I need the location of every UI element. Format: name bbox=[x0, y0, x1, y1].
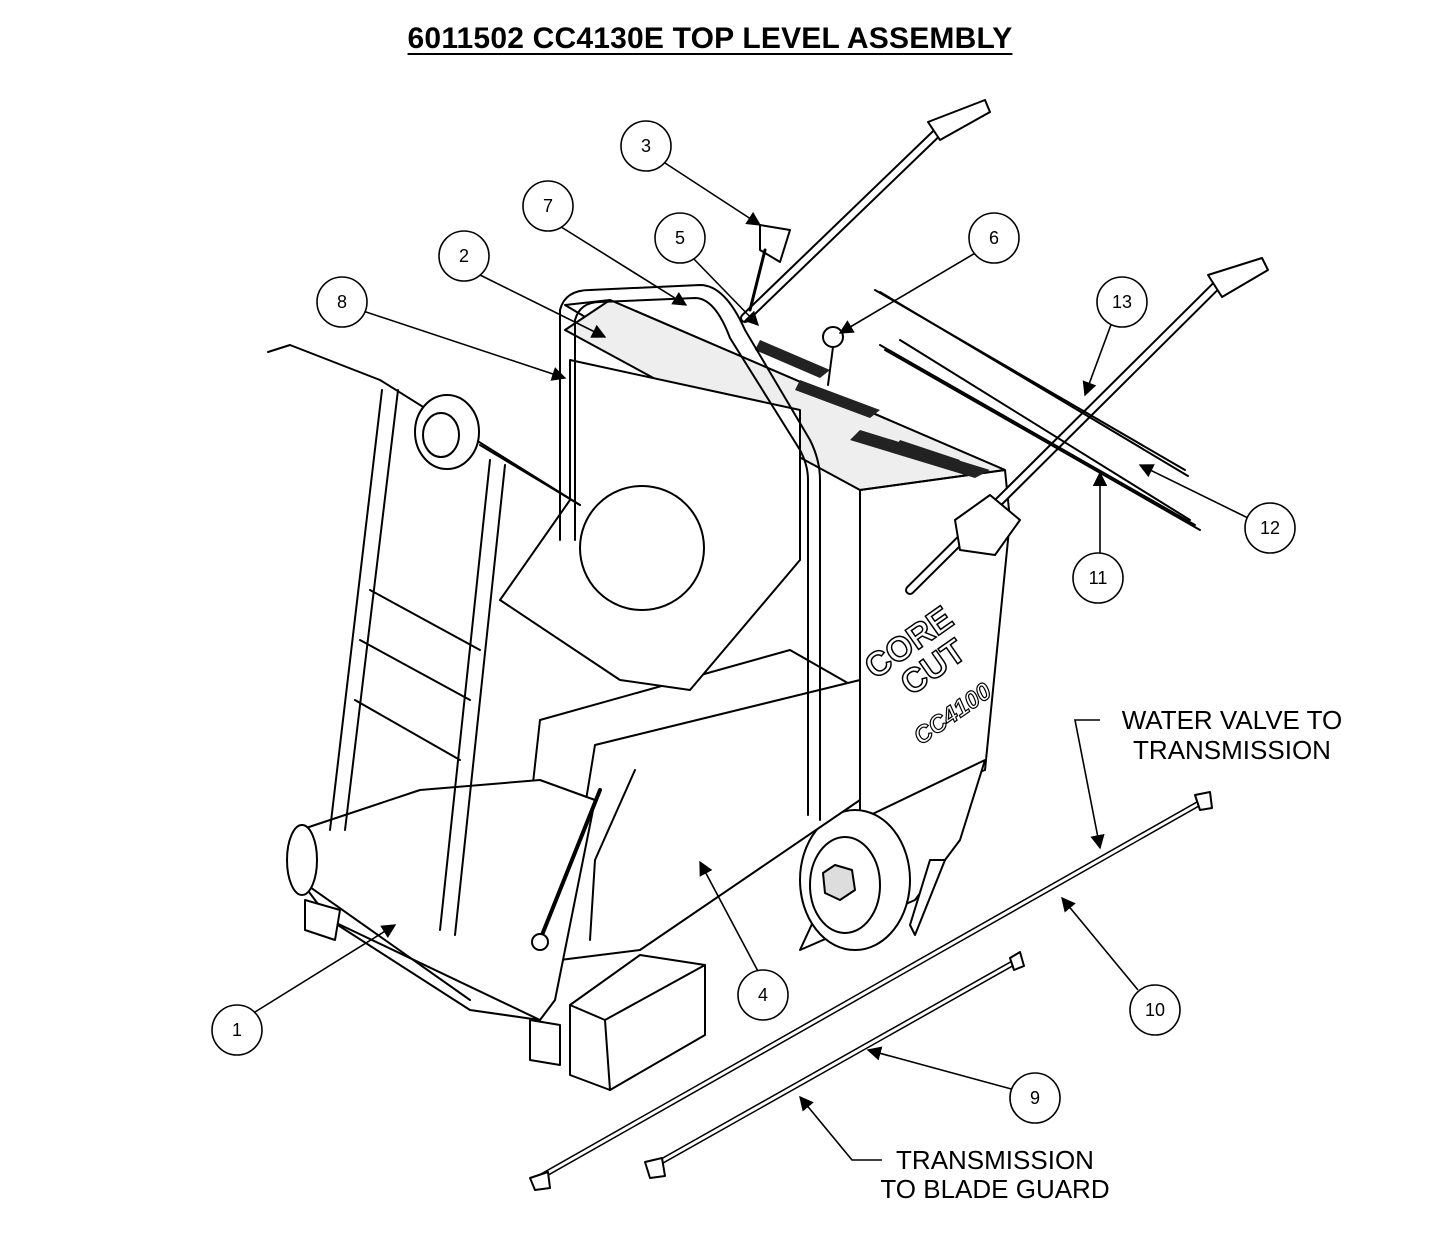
top-panel-details bbox=[755, 340, 990, 478]
svg-text:12: 12 bbox=[1260, 518, 1280, 538]
callout-8: 8 bbox=[316, 276, 368, 328]
leader-1 bbox=[254, 924, 397, 1013]
leader-3 bbox=[664, 162, 762, 226]
callout-10: 10 bbox=[1129, 984, 1181, 1036]
note-blade-guard-line-2: TO BLADE GUARD bbox=[880, 1174, 1109, 1204]
callout-1: 1 bbox=[211, 1004, 263, 1056]
leader-5 bbox=[689, 254, 760, 327]
callout-9: 9 bbox=[1009, 1072, 1061, 1124]
leader-4 bbox=[699, 860, 761, 976]
leader-9 bbox=[866, 1046, 1016, 1091]
svg-text:5: 5 bbox=[675, 228, 685, 248]
callout-5: 5 bbox=[654, 212, 706, 264]
leader-12 bbox=[1138, 464, 1249, 519]
leader-13 bbox=[1082, 321, 1113, 397]
svg-text:1: 1 bbox=[232, 1020, 242, 1040]
svg-text:13: 13 bbox=[1112, 292, 1132, 312]
callout-balloons: 1 2 3 4 5 6 7 8 9 10 11 12 13 bbox=[211, 120, 1296, 1124]
note-blade-guard-line-1: TRANSMISSION bbox=[896, 1145, 1094, 1175]
leader-8 bbox=[359, 309, 567, 381]
svg-text:11: 11 bbox=[1089, 568, 1108, 588]
svg-text:10: 10 bbox=[1145, 1000, 1165, 1020]
svg-text:7: 7 bbox=[543, 196, 553, 216]
leader-2 bbox=[479, 274, 607, 338]
svg-text:4: 4 bbox=[758, 985, 768, 1005]
leader-blade-guard bbox=[799, 1095, 882, 1161]
svg-text:2: 2 bbox=[459, 246, 469, 266]
callout-2: 2 bbox=[438, 230, 490, 282]
callout-3: 3 bbox=[620, 120, 672, 172]
page-title: 6011502 CC4130E TOP LEVEL ASSEMBLY bbox=[407, 22, 1013, 55]
saw-machine bbox=[267, 99, 1269, 1191]
leader-lines bbox=[254, 162, 1249, 1161]
svg-text:8: 8 bbox=[337, 292, 347, 312]
svg-text:3: 3 bbox=[641, 136, 651, 156]
callout-6: 6 bbox=[968, 212, 1020, 264]
leader-10 bbox=[1061, 896, 1139, 991]
note-blade-guard: TRANSMISSION TO BLADE GUARD bbox=[880, 1145, 1109, 1204]
svg-text:6: 6 bbox=[989, 228, 999, 248]
callout-12: 12 bbox=[1244, 502, 1296, 554]
callout-11: 11 bbox=[1072, 552, 1124, 604]
callout-4: 4 bbox=[737, 969, 789, 1021]
leader-6 bbox=[838, 251, 978, 334]
callout-13: 13 bbox=[1096, 276, 1148, 328]
note-water-valve: WATER VALVE TO TRANSMISSION bbox=[1122, 705, 1343, 765]
leader-water-valve bbox=[1074, 719, 1105, 850]
leader-7 bbox=[557, 224, 688, 306]
rear-wheel bbox=[799, 809, 911, 951]
svg-text:9: 9 bbox=[1030, 1088, 1040, 1108]
note-water-valve-line-1: WATER VALVE TO bbox=[1122, 705, 1343, 735]
note-water-valve-line-2: TRANSMISSION bbox=[1133, 735, 1331, 765]
callout-7: 7 bbox=[522, 180, 574, 232]
